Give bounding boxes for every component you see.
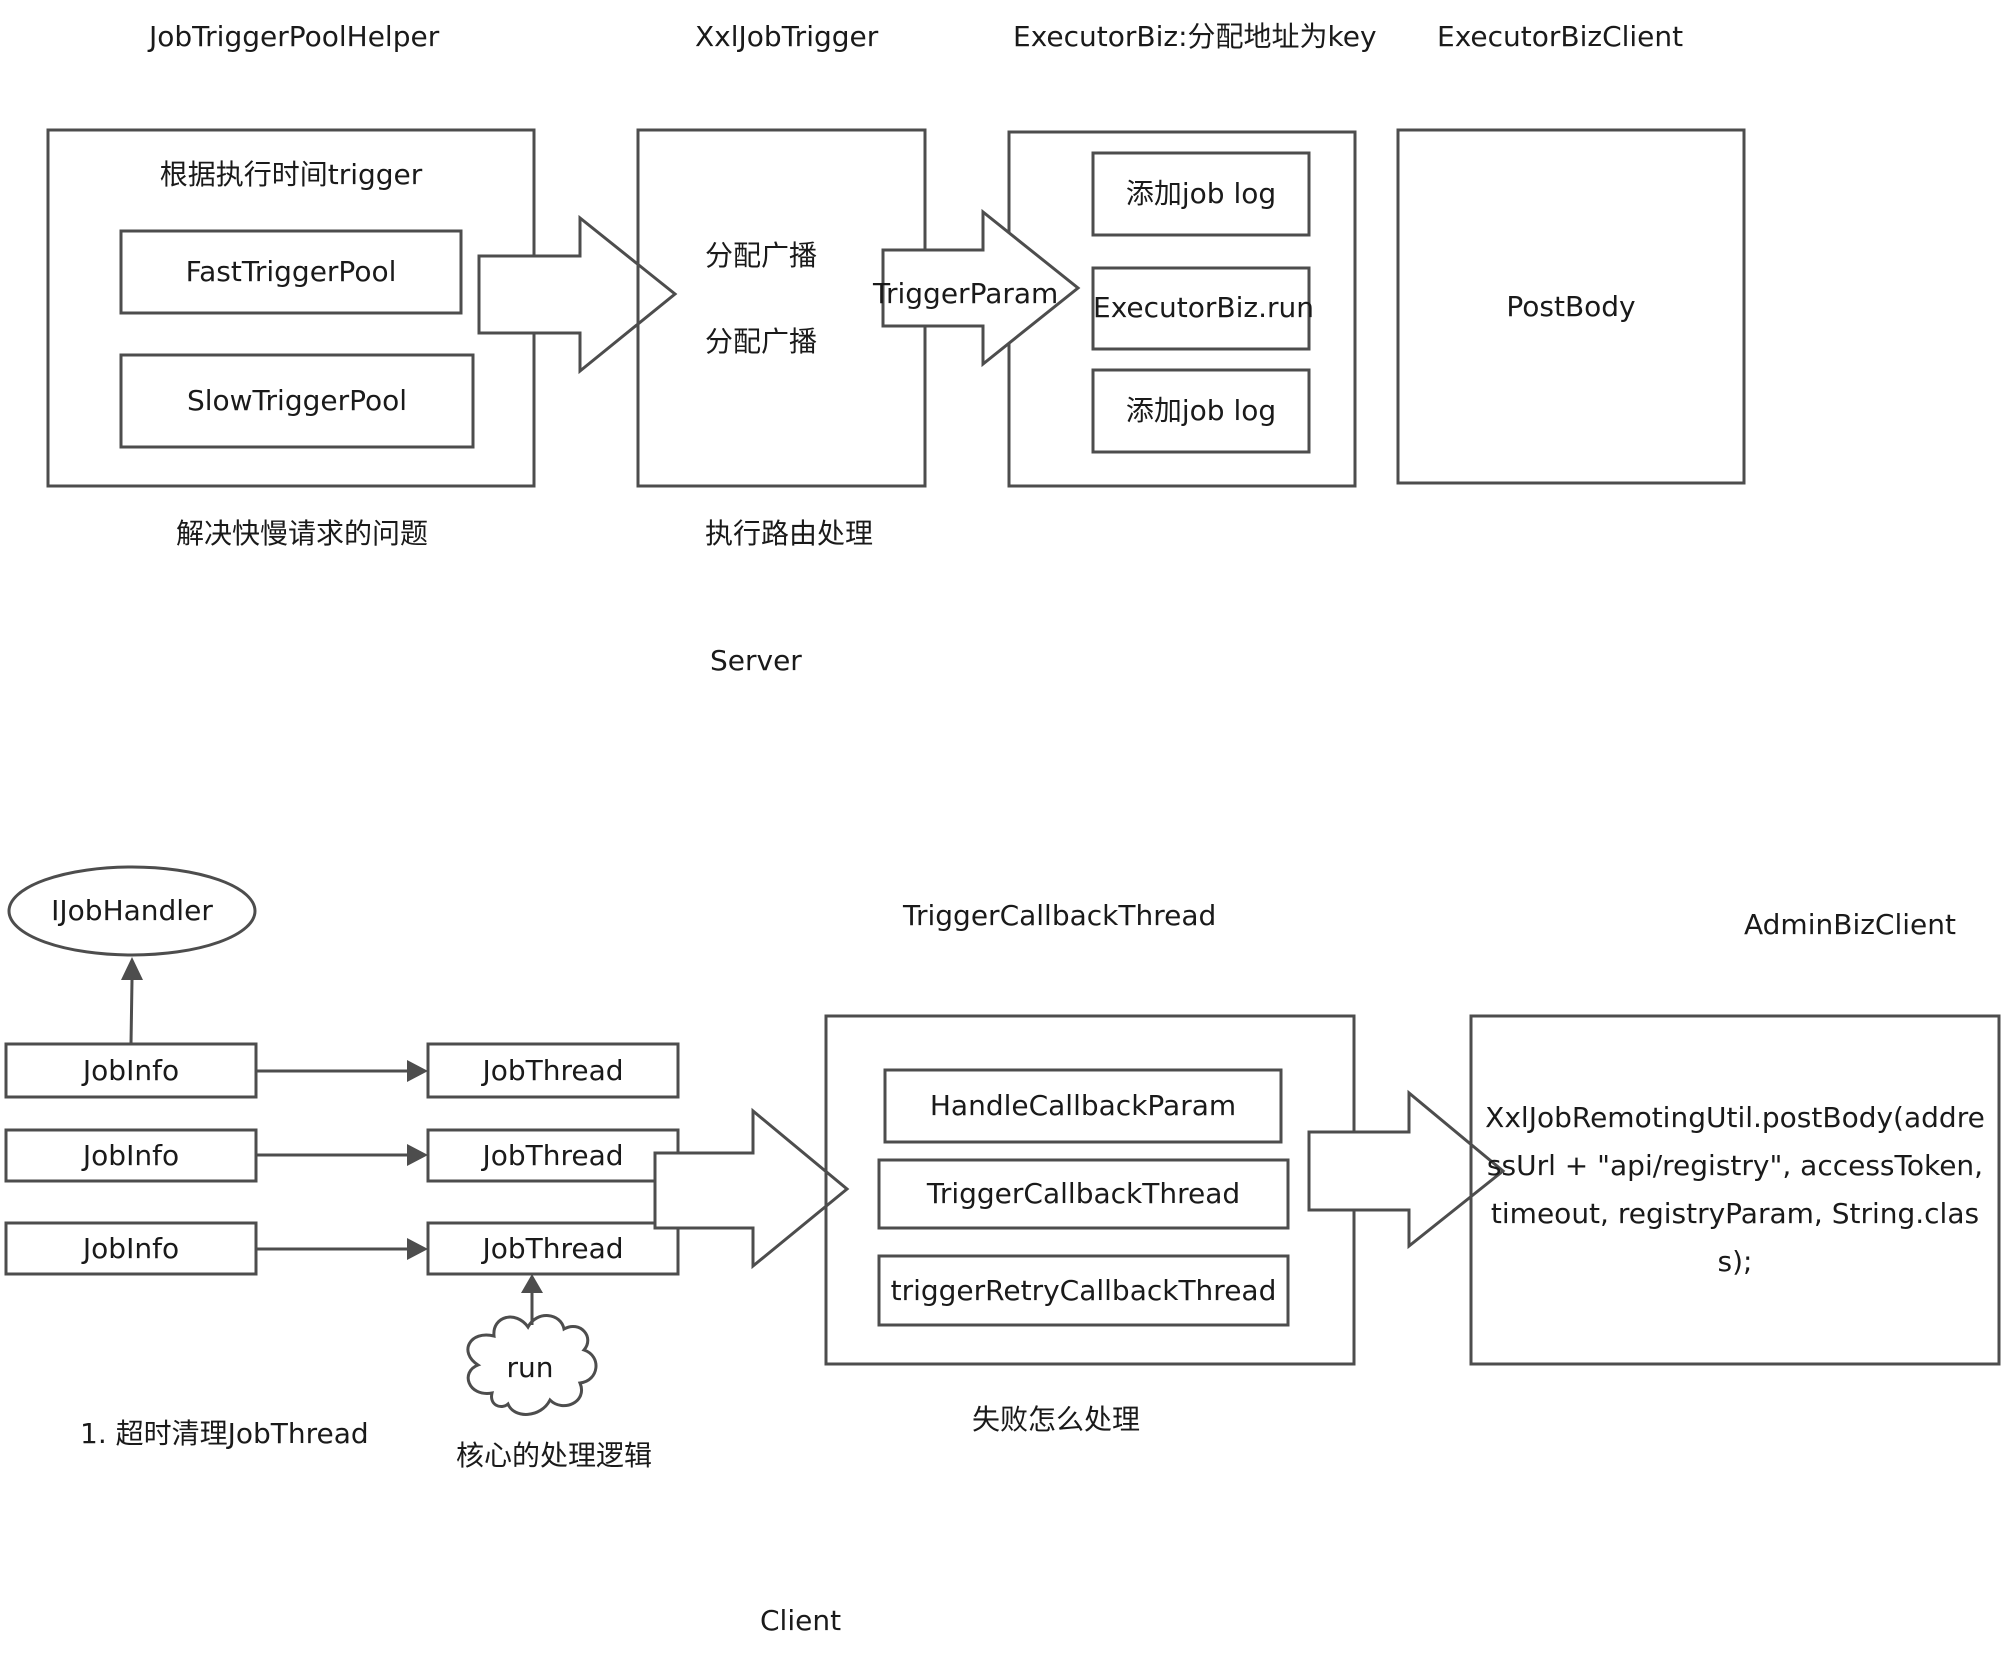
job-handler-ellipse bbox=[7, 865, 257, 957]
post-body-label: PostBody bbox=[1506, 290, 1636, 323]
add-log-bottom-label: 添加job log bbox=[1125, 394, 1277, 427]
callback-to-admin-arrow bbox=[1307, 1089, 1506, 1250]
thread-to-callback-arrow bbox=[653, 1107, 850, 1270]
trigger-caption: 执行路由处理 bbox=[705, 517, 874, 550]
jobinfo-to-handler-arrowhead bbox=[121, 957, 143, 980]
executor-biz-title: ExecutorBiz:分配地址为key bbox=[1013, 20, 1377, 53]
trigger-param-arrow bbox=[881, 208, 1081, 368]
admin-biz-client-title: AdminBizClient bbox=[1744, 908, 1956, 941]
fast-pool-label: FastTriggerPool bbox=[185, 255, 397, 288]
job-handler-label: IJobHandler bbox=[51, 894, 213, 927]
job-info-label-3: JobInfo bbox=[82, 1232, 180, 1265]
job-thread-label-1: JobThread bbox=[482, 1054, 624, 1087]
retry-callback-thread-label: triggerRetryCallbackThread bbox=[890, 1274, 1277, 1307]
handle-callback-param-box bbox=[883, 1068, 1283, 1144]
handle-callback-param-label: HandleCallbackParam bbox=[929, 1089, 1237, 1122]
info-to-thread-arrowhead-1 bbox=[407, 1060, 428, 1082]
fast-pool-box bbox=[119, 229, 463, 315]
slow-pool-label: SlowTriggerPool bbox=[186, 384, 408, 417]
failure-note: 失败怎么处理 bbox=[972, 1403, 1141, 1436]
job-thread-label-3: JobThread bbox=[482, 1232, 624, 1265]
pool-helper-title: JobTriggerPoolHelper bbox=[149, 20, 440, 53]
run-to-thread-arrowhead bbox=[521, 1274, 543, 1293]
job-info-label-1: JobInfo bbox=[82, 1054, 180, 1087]
job-info-label-2: JobInfo bbox=[82, 1139, 180, 1172]
add-log-bottom-box bbox=[1091, 368, 1311, 454]
info-to-thread-arrowhead-3 bbox=[407, 1238, 428, 1260]
job-thread-box-1 bbox=[426, 1042, 680, 1099]
client-section-label: Client bbox=[760, 1604, 842, 1637]
core-logic-note: 核心的处理逻辑 bbox=[456, 1439, 653, 1472]
executor-run-box bbox=[1091, 266, 1311, 351]
trigger-callback-thread-box bbox=[877, 1158, 1290, 1230]
run-cloud-shape bbox=[466, 1314, 598, 1416]
pool-helper-heading: 根据执行时间trigger bbox=[159, 158, 423, 191]
trigger-broadcast-2: 分配广播 bbox=[705, 325, 818, 358]
callback-thread-title: TriggerCallbackThread bbox=[903, 899, 1217, 932]
timeout-note: 1. 超时清理JobThread bbox=[80, 1417, 369, 1450]
slow-pool-box bbox=[119, 353, 475, 449]
run-cloud-label: run bbox=[506, 1351, 554, 1384]
admin-post-body-call: XxlJobRemotingUtil.postBody(addressUrl +… bbox=[1485, 1101, 1985, 1278]
add-log-top-label: 添加job log bbox=[1125, 177, 1277, 210]
server-section-label: Server bbox=[710, 644, 802, 677]
retry-callback-thread-box bbox=[877, 1254, 1290, 1327]
job-thread-box-3 bbox=[426, 1221, 680, 1276]
job-thread-label-2: JobThread bbox=[482, 1139, 624, 1172]
post-body-box bbox=[1396, 128, 1746, 485]
xxl-job-trigger-title: XxlJobTrigger bbox=[695, 20, 879, 53]
pool-helper-caption: 解决快慢请求的问题 bbox=[176, 517, 429, 550]
info-to-thread-arrowhead-2 bbox=[407, 1144, 428, 1166]
jobinfo-to-handler-line bbox=[129, 979, 134, 1045]
executor-run-label: ExecutorBiz.run bbox=[1093, 291, 1314, 324]
admin-biz-box bbox=[1469, 1014, 2001, 1366]
add-log-top-box bbox=[1091, 151, 1311, 237]
pool-to-trigger-arrow bbox=[477, 214, 678, 375]
trigger-param-label: TriggerParam bbox=[873, 277, 1059, 310]
executor-biz-client-title: ExecutorBizClient bbox=[1437, 20, 1684, 53]
trigger-broadcast-1: 分配广播 bbox=[705, 239, 818, 272]
trigger-callback-thread-label: TriggerCallbackThread bbox=[926, 1177, 1241, 1210]
